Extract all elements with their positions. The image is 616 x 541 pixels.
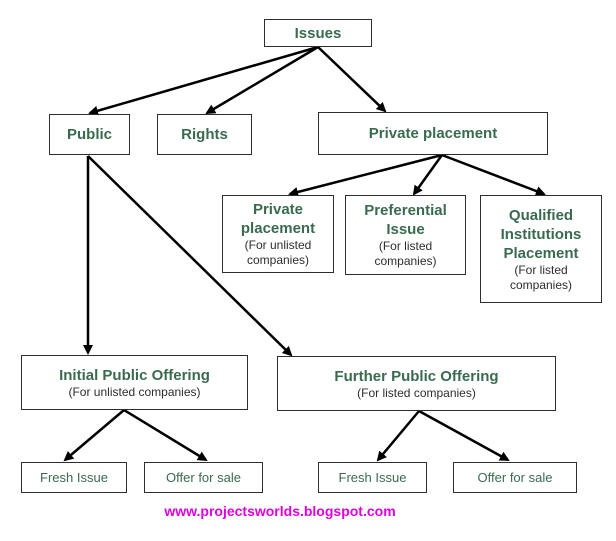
node-public: Public	[49, 114, 130, 155]
node-preferential-issue: Preferential Issue (For listed companies…	[345, 195, 466, 275]
node-ipo-offer-for-sale-label: Offer for sale	[166, 470, 241, 485]
connector-fpo-offerforsale	[418, 409, 510, 462]
node-private-placement: Private placement	[318, 112, 548, 155]
connector-issues-public	[88, 45, 319, 116]
connector-private-qip	[441, 153, 546, 196]
node-preferential-issue-note: (For listed companies)	[374, 239, 437, 268]
node-qip-title: Qualified Institutions Placement	[500, 206, 582, 262]
node-private-placement-unlisted-note: (For unlisted companies)	[244, 238, 312, 267]
connector-public-fpo	[87, 155, 293, 357]
node-fpo-fresh-issue-label: Fresh Issue	[338, 470, 407, 485]
node-private-placement-label: Private placement	[368, 125, 498, 142]
connector-issues-private	[317, 46, 387, 113]
node-public-label: Public	[66, 126, 112, 143]
node-rights-label: Rights	[181, 126, 228, 143]
node-fpo-offer-for-sale: Offer for sale	[453, 462, 577, 493]
connector-private-preferential	[412, 154, 444, 196]
node-private-placement-unlisted-title: Private placement	[240, 201, 316, 237]
node-fpo-title: Further Public Offering	[334, 367, 499, 385]
footer-url: www.projectsworlds.blogspot.com	[164, 503, 396, 519]
node-ipo-fresh-issue: Fresh Issue	[21, 462, 127, 493]
node-private-placement-unlisted: Private placement (For unlisted companie…	[222, 195, 334, 273]
node-ipo-fresh-issue-label: Fresh Issue	[40, 470, 108, 485]
connector-private-privatesub	[288, 153, 443, 197]
node-qip-note: (For listed companies)	[509, 262, 573, 292]
node-ipo-title: Initial Public Offering	[59, 366, 210, 384]
node-fpo: Further Public Offering (For listed comp…	[277, 356, 556, 411]
node-ipo: Initial Public Offering (For unlisted co…	[21, 355, 248, 410]
node-fpo-offer-for-sale-label: Offer for sale	[477, 470, 553, 485]
node-ipo-note: (For unlisted companies)	[68, 384, 201, 399]
connector-issues-rights	[205, 45, 319, 115]
node-fpo-fresh-issue: Fresh Issue	[318, 462, 427, 493]
node-issues: Issues	[264, 19, 372, 47]
node-issues-label: Issues	[294, 24, 342, 42]
connector-ipo-offerforsale	[123, 408, 208, 462]
node-ipo-offer-for-sale: Offer for sale	[144, 462, 263, 493]
node-rights: Rights	[157, 114, 252, 155]
node-fpo-note: (For listed companies)	[357, 385, 476, 400]
connector-ipo-freshissue	[63, 409, 125, 462]
connector-fpo-freshissue	[376, 410, 420, 462]
node-qip: Qualified Institutions Placement (For li…	[480, 195, 602, 303]
node-preferential-issue-title: Preferential Issue	[364, 202, 447, 238]
